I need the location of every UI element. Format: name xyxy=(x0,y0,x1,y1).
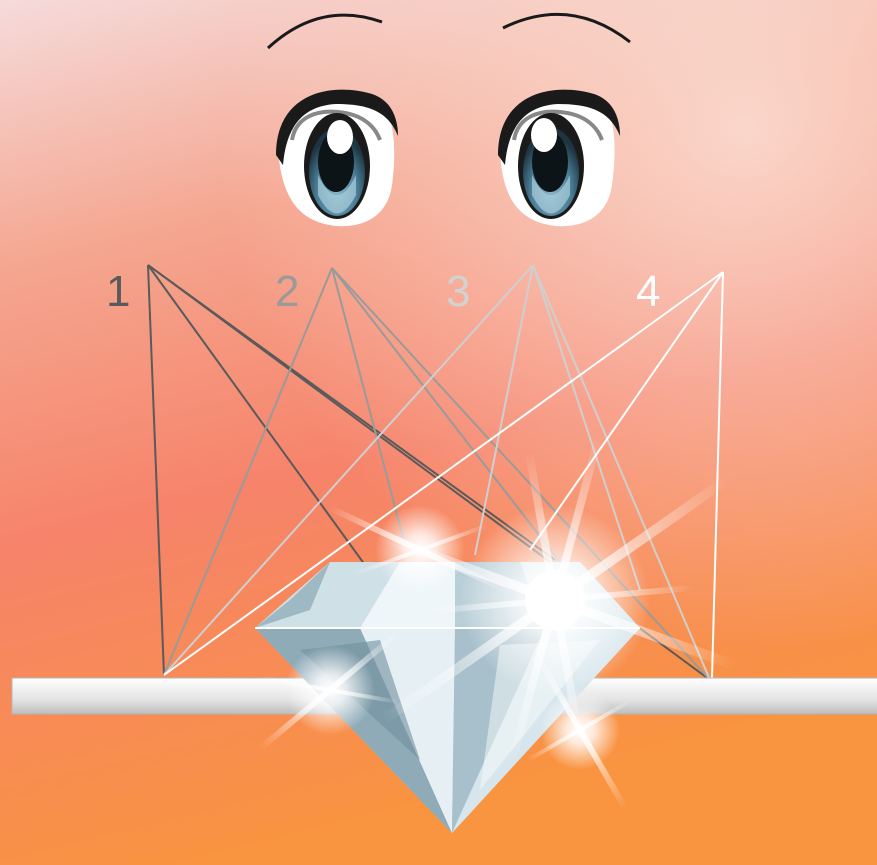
label-2: 2 xyxy=(275,267,299,316)
label-1: 1 xyxy=(106,267,130,316)
label-3: 3 xyxy=(446,267,470,316)
right-eye-icon xyxy=(498,90,620,227)
label-4: 4 xyxy=(636,267,660,316)
